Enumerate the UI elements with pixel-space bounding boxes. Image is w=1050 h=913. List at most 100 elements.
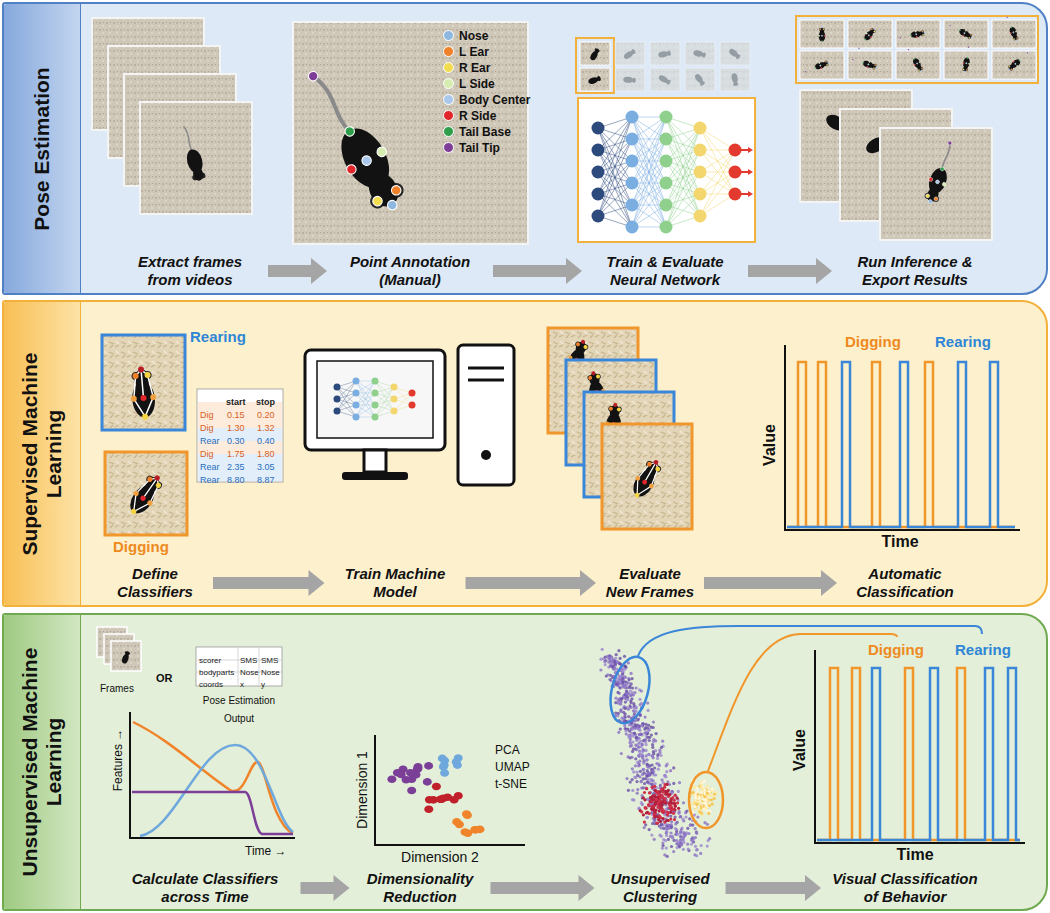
- embedding-point: [650, 778, 653, 781]
- embedding-point: [619, 703, 622, 706]
- network-link: [337, 393, 356, 411]
- embedding-point: [643, 782, 646, 785]
- axis-label: Time →: [245, 844, 287, 858]
- legend-row: L Ear: [443, 42, 489, 60]
- embedding-point: [637, 764, 640, 767]
- embedding-point: [607, 661, 610, 664]
- embedding-point: [622, 711, 625, 714]
- frame-thumbnail: [615, 68, 645, 91]
- network-unit: [391, 384, 398, 391]
- embedding-point: [611, 665, 614, 668]
- embedding-point: [671, 808, 674, 811]
- embedding-point: [623, 724, 626, 727]
- network-unit: [592, 166, 605, 179]
- mouse-thumbnail: [961, 46, 973, 73]
- band-heading: Supervised Machine Learning: [18, 312, 66, 595]
- icon-label: Pose Estimation Output: [203, 695, 275, 724]
- embedding-point: [711, 794, 714, 797]
- network-unit: [592, 144, 605, 157]
- axis-label: Features →: [111, 729, 125, 792]
- network-unit: [353, 378, 360, 385]
- table-cell: 8.80: [227, 475, 245, 485]
- behavior-label: Digging: [845, 333, 901, 350]
- mouse-figure: [588, 75, 602, 85]
- process-step: Unsupervised Clustering: [603, 870, 718, 906]
- scatter-point: [438, 755, 447, 763]
- mouse-figure: [694, 73, 706, 87]
- label-holder: Frames: [100, 678, 134, 696]
- thumbnail-frame: [944, 51, 988, 79]
- embedding-point: [686, 843, 689, 846]
- embedding-point: [696, 848, 699, 851]
- embedding-point: [634, 757, 637, 760]
- embedding-point: [624, 692, 627, 695]
- embedding-point: [642, 813, 645, 816]
- art-rect: [602, 424, 692, 529]
- embedding-point: [620, 697, 623, 700]
- network-unit: [353, 402, 360, 409]
- output-arrowhead: [748, 169, 753, 175]
- network-link: [356, 381, 375, 417]
- embedding-point: [651, 769, 654, 772]
- embedding-point: [679, 844, 682, 847]
- thumbnail-frame: [720, 68, 750, 91]
- legend-text: L Side: [459, 77, 495, 91]
- legend-swatch: [443, 46, 454, 57]
- legend-swatch: [443, 78, 454, 89]
- process-step: Run Inference & Export Results: [840, 253, 990, 289]
- art-use: [128, 365, 158, 420]
- embedding-point: [633, 776, 636, 779]
- network-unit: [592, 188, 605, 201]
- embedding-point: [711, 788, 714, 791]
- embedding-point: [664, 802, 667, 805]
- table-cell: SMS: [240, 656, 257, 665]
- embedding-point: [653, 766, 656, 769]
- art-path: [140, 745, 293, 836]
- embedding-point: [624, 707, 627, 710]
- embedding-point: [670, 808, 673, 811]
- embedding-point: [693, 853, 696, 856]
- embedding-point: [642, 762, 645, 765]
- legend-row: Body Center: [443, 90, 530, 108]
- table-cell: 0.15: [227, 410, 245, 420]
- embedding-point: [626, 698, 629, 701]
- embedding-point: [643, 791, 646, 794]
- thumbnail-frame: [848, 20, 892, 48]
- table-cell: scorer: [199, 656, 221, 665]
- art-rect: [458, 345, 514, 485]
- process-step: Extract frames from videos: [120, 253, 260, 289]
- art-rect: [578, 98, 755, 242]
- embedding-point: [635, 706, 638, 709]
- embedding-point: [604, 656, 607, 659]
- embedding-point: [657, 806, 660, 809]
- process-step: Calculate Classifiers across Time: [118, 870, 293, 906]
- network-unit: [334, 408, 341, 415]
- embedding-point: [673, 818, 676, 821]
- embedding-point: [638, 760, 641, 763]
- embedding-point: [604, 663, 607, 666]
- thumbnail-frame: [896, 20, 940, 48]
- embedding-point: [650, 834, 653, 837]
- label-holder: Dig: [200, 404, 214, 422]
- embedding-point: [648, 828, 651, 831]
- network-unit: [626, 111, 639, 124]
- art-path: [817, 668, 1020, 840]
- art-ellipse: [604, 652, 656, 727]
- flow-arrow: [748, 258, 832, 284]
- step-caption: Point Annotation (Manual): [335, 253, 485, 289]
- embedding-point: [669, 815, 672, 818]
- embedding-point: [631, 687, 634, 690]
- table-cell: Rear: [200, 436, 220, 446]
- mouse-figure: [911, 57, 924, 72]
- embedding-point: [677, 790, 680, 793]
- embedding-point: [700, 812, 703, 815]
- mouse-thumbnail: [1004, 15, 1020, 42]
- embedding-point: [637, 746, 640, 749]
- embedding-point: [687, 848, 690, 851]
- embedding-point: [680, 828, 683, 831]
- table-cell: 0.40: [257, 436, 275, 446]
- embedding-point: [619, 728, 622, 731]
- embedding-point: [665, 764, 668, 767]
- art-path: [133, 722, 293, 834]
- embedding-point: [646, 702, 649, 705]
